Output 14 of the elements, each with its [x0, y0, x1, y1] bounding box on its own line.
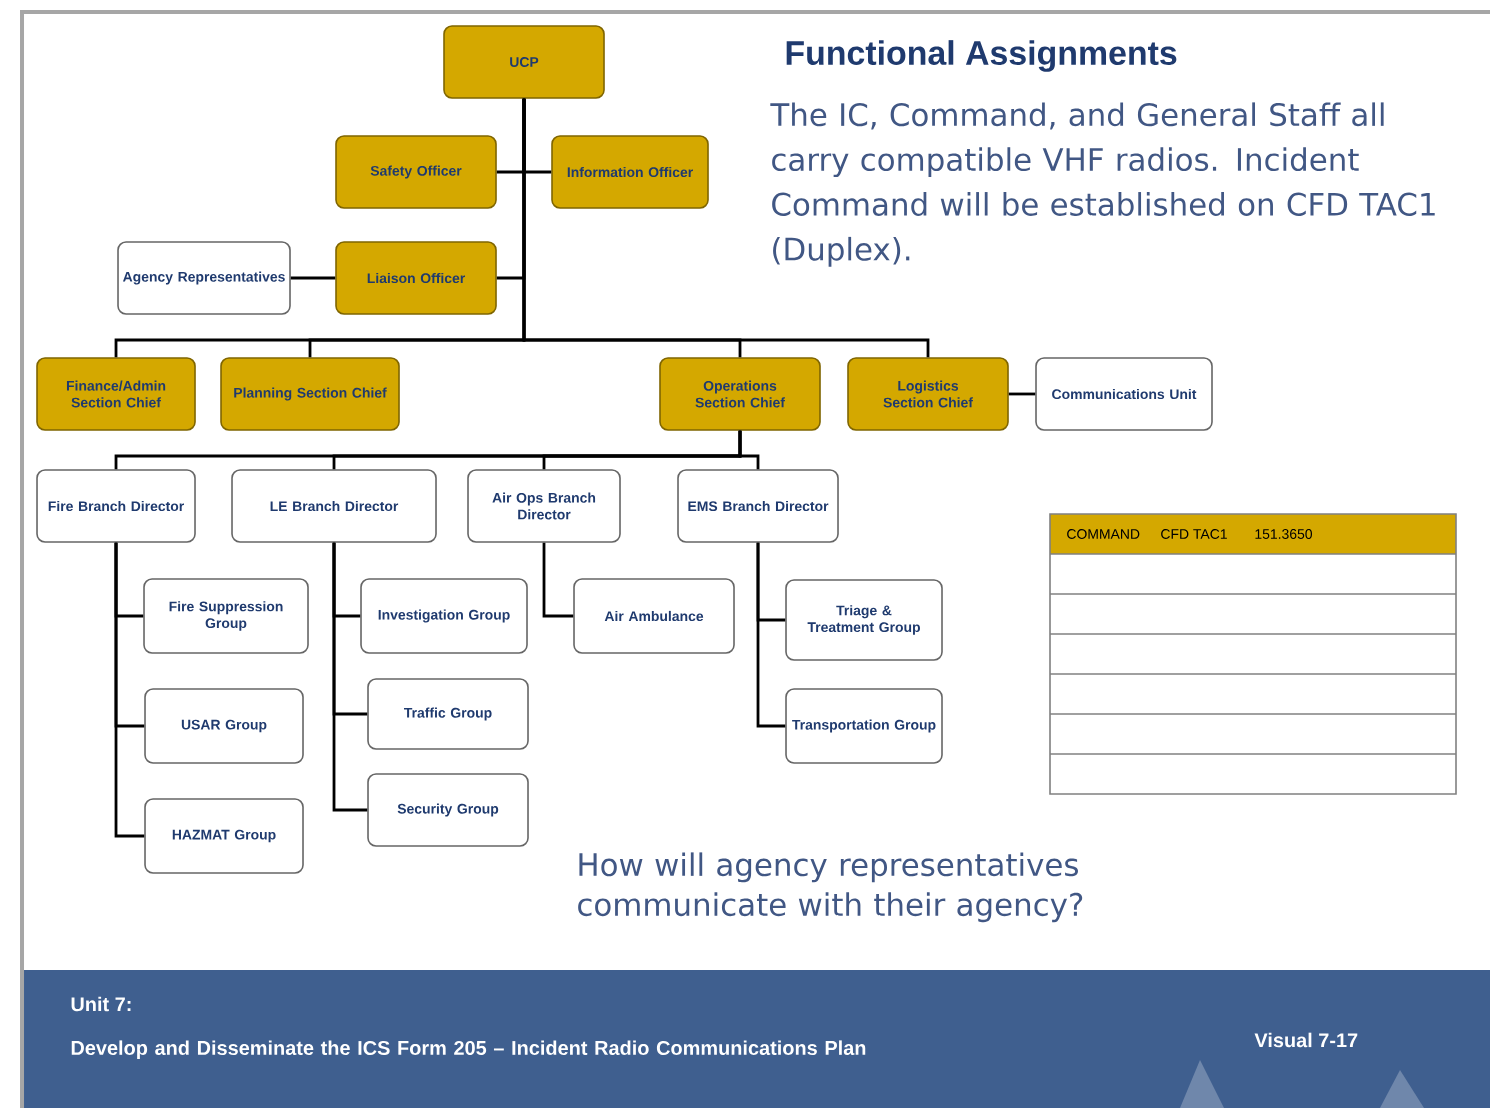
heading: Functional Assignments	[786, 40, 1177, 72]
footer-title: Develop and Disseminate the ICS Form 205 – Incident Radio Communications Plan	[71, 1040, 866, 1059]
connector-line	[542, 542, 574, 618]
question: How will agency representatives communicate with their agency?	[578, 852, 1083, 923]
connector-line	[290, 276, 336, 280]
connector-line	[738, 430, 760, 470]
slide-number: Visual 7-17	[1254, 1032, 1358, 1048]
footer-unit: Unit 7:	[71, 996, 131, 1012]
paragraph: The IC, Command, and General Staff all carry compatible VHF radios. Incident Command will be established on CFD TAC1 (Duplex).	[770, 102, 1435, 267]
connector-line	[522, 98, 930, 358]
connector-line	[756, 542, 786, 728]
connector-line	[114, 542, 145, 838]
connector-line	[332, 542, 368, 812]
connector-line	[1008, 392, 1036, 396]
